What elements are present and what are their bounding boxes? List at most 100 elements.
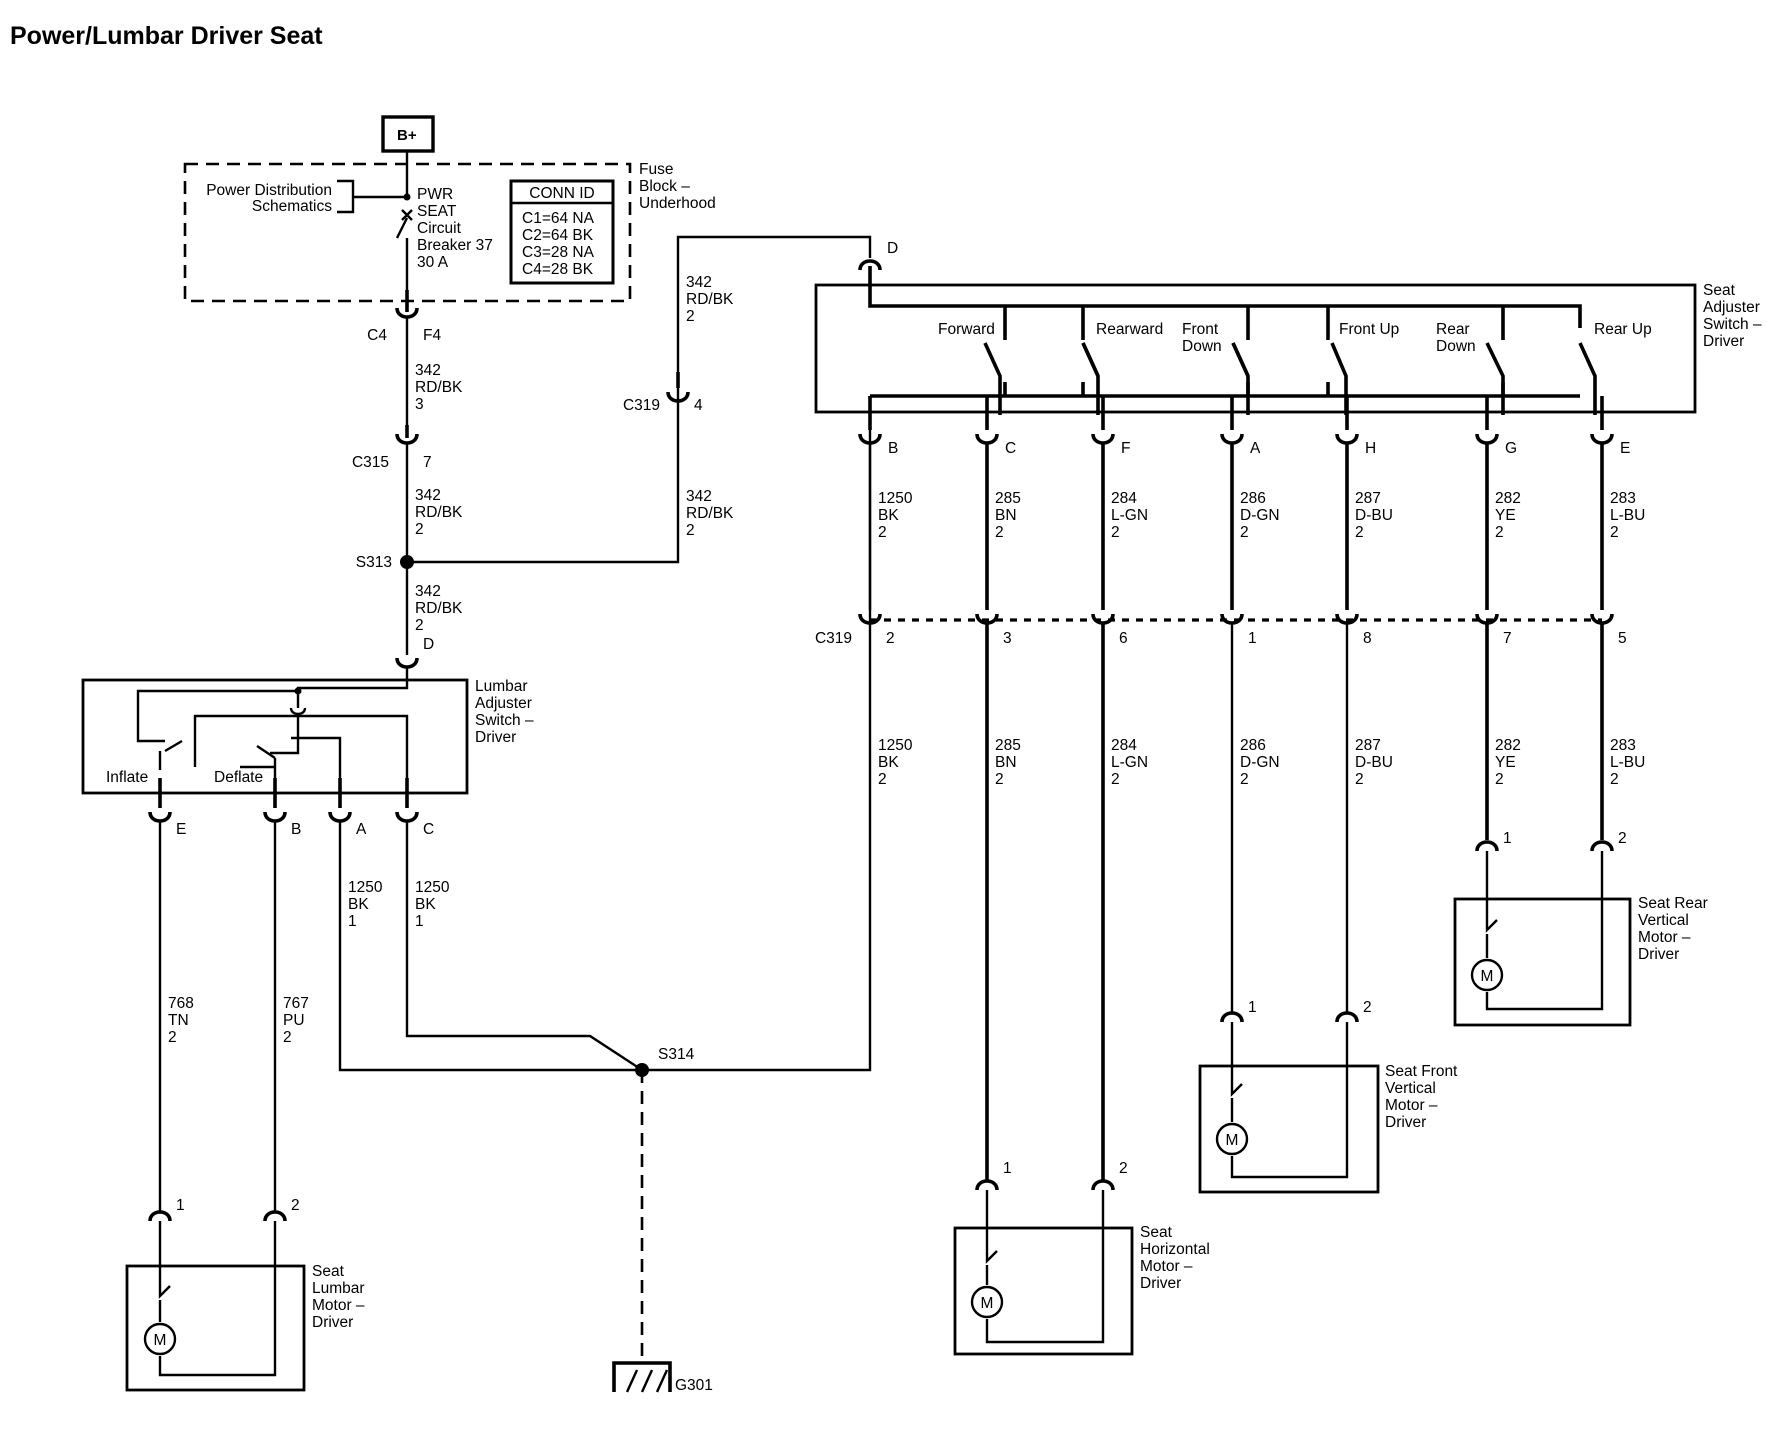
- wires-horizontal-motor: [985, 624, 1105, 1180]
- seat-switch-bottom-drops: [1003, 382, 1505, 396]
- w768-color: TN: [168, 1012, 189, 1029]
- wa-gauge: 2: [1240, 524, 1249, 541]
- pd-ref-1[interactable]: Power Distribution: [206, 182, 332, 199]
- lumbar-pin-e: [148, 811, 172, 823]
- horiz-motor-label-4: Driver: [1140, 1275, 1181, 1292]
- front-motor-pin2-label: 2: [1363, 999, 1372, 1016]
- lumbar-pin-b: [263, 811, 287, 823]
- c319-pin-7: 7: [1503, 630, 1512, 647]
- c319-top-pin: 4: [694, 397, 703, 414]
- seat-switch-label-2: Adjuster: [1703, 299, 1760, 316]
- rear-motor-body: [1453, 897, 1632, 1027]
- pos-front-down: Down: [1182, 338, 1222, 355]
- seat-pin-g: G: [1505, 440, 1517, 457]
- circuit-breaker-symbol: [395, 217, 409, 290]
- w767-num: 767: [283, 995, 309, 1012]
- w1250a-gauge: 1: [348, 913, 357, 930]
- w342-3-gauge: 3: [415, 396, 424, 413]
- lumbar-motor-pin1-label: 1: [176, 1197, 185, 1214]
- rear-motor-pin-2: [1590, 840, 1614, 852]
- wb-color: BK: [878, 507, 899, 524]
- breaker-line-3: Circuit: [417, 220, 462, 237]
- seat-switch-label-3: Switch –: [1703, 316, 1762, 333]
- rear-motor-circuit: [1485, 851, 1604, 1011]
- wg-color: YE: [1495, 507, 1516, 524]
- rear-motor-label-2: Vertical: [1638, 912, 1689, 929]
- s314-label: S314: [658, 1046, 695, 1063]
- w767-gauge: 2: [283, 1029, 292, 1046]
- seat-switch-top-bus: [868, 266, 1582, 328]
- le-gauge: 2: [1610, 771, 1619, 788]
- lumbar-pin-d: [395, 657, 419, 669]
- lf-gauge: 2: [1111, 771, 1120, 788]
- page-title: Power/Lumbar Driver Seat: [10, 22, 323, 50]
- w342-2c-num: 342: [686, 488, 712, 505]
- pd-ref-bracket: [337, 179, 407, 214]
- w767-color: PU: [283, 1012, 305, 1029]
- wf-num: 284: [1111, 490, 1137, 507]
- pos-rear: Rear: [1436, 321, 1470, 338]
- w342-2b-num: 342: [686, 274, 712, 291]
- w342-2d-color: RD/BK: [415, 600, 463, 617]
- wh-color: D-BU: [1355, 507, 1393, 524]
- horiz-motor-body: [953, 1226, 1134, 1356]
- we-num: 283: [1610, 490, 1636, 507]
- conn-id-c3: C3=28 NA: [522, 244, 595, 261]
- horiz-motor-circuit: [985, 1190, 1105, 1344]
- lc-color: BN: [995, 754, 1017, 771]
- c4-label: C4: [367, 327, 387, 344]
- seat-switch-label-1: Seat: [1703, 282, 1736, 299]
- rear-motor-m: M: [1481, 968, 1494, 985]
- seat-switch-contacts: [983, 342, 1597, 415]
- lb-gauge: 2: [878, 771, 887, 788]
- conn-id-box: [509, 179, 615, 285]
- lg-color: YE: [1495, 754, 1516, 771]
- w342-3-num: 342: [415, 362, 441, 379]
- seat-switch-top-drops: [1003, 306, 1505, 340]
- we-color: L-BU: [1610, 507, 1645, 524]
- ground-hatch: [625, 1369, 669, 1393]
- lh-gauge: 2: [1355, 771, 1364, 788]
- wc-num: 285: [995, 490, 1021, 507]
- lumbar-motor-pin-2: [263, 1210, 287, 1222]
- fuse-block-label-1: Fuse: [639, 161, 673, 178]
- front-motor-circuit: [1230, 1022, 1349, 1179]
- horiz-motor-m: M: [981, 1295, 994, 1312]
- ground-label: G301: [675, 1377, 713, 1394]
- w342-2c-color: RD/BK: [686, 505, 734, 522]
- c319-pin-3: 3: [1003, 630, 1012, 647]
- w342-2a-color: RD/BK: [415, 504, 463, 521]
- rear-motor-symbol: [1470, 958, 1504, 992]
- front-motor-pin-1: [1220, 1011, 1244, 1023]
- horiz-motor-label-3: Motor –: [1140, 1258, 1193, 1275]
- wire-1250-a: [338, 822, 642, 1072]
- seat-pin-h: H: [1365, 440, 1376, 457]
- pd-ref-2[interactable]: Schematics: [252, 198, 332, 215]
- circuit-breaker-mark: [401, 209, 413, 221]
- lumbar-pin-b-label: B: [291, 821, 301, 838]
- w342-2b-gauge: 2: [686, 308, 695, 325]
- lumbar-motor-pin2-label: 2: [291, 1197, 300, 1214]
- lg-num: 282: [1495, 737, 1521, 754]
- conn-id-header: CONN ID: [529, 185, 594, 202]
- lumbar-switch-label-3: Switch –: [475, 712, 534, 729]
- c319-pin-5: 5: [1618, 630, 1627, 647]
- lumbar-pin-e-label: E: [176, 821, 186, 838]
- rear-motor-pin-1: [1475, 840, 1499, 852]
- breaker-line-4: Breaker 37: [417, 237, 493, 254]
- w1250c-gauge: 1: [415, 913, 424, 930]
- pos-rearward: Rearward: [1096, 321, 1163, 338]
- lh-num: 287: [1355, 737, 1381, 754]
- seat-pin-a: A: [1250, 440, 1261, 457]
- lumbar-motor-circuit: [158, 1221, 277, 1377]
- horiz-motor-pin-2: [1091, 1179, 1115, 1191]
- lf-num: 284: [1111, 737, 1137, 754]
- wc-gauge: 2: [995, 524, 1004, 541]
- lumbar-crossover: [193, 714, 409, 778]
- c319-top-label: C319: [623, 397, 660, 414]
- wg-gauge: 2: [1495, 524, 1504, 541]
- w342-2a-num: 342: [415, 487, 441, 504]
- c319-pin-1: 1: [1248, 630, 1257, 647]
- lumbar-motor-pin-1: [148, 1210, 172, 1222]
- pos-rear-up: Rear Up: [1594, 321, 1652, 338]
